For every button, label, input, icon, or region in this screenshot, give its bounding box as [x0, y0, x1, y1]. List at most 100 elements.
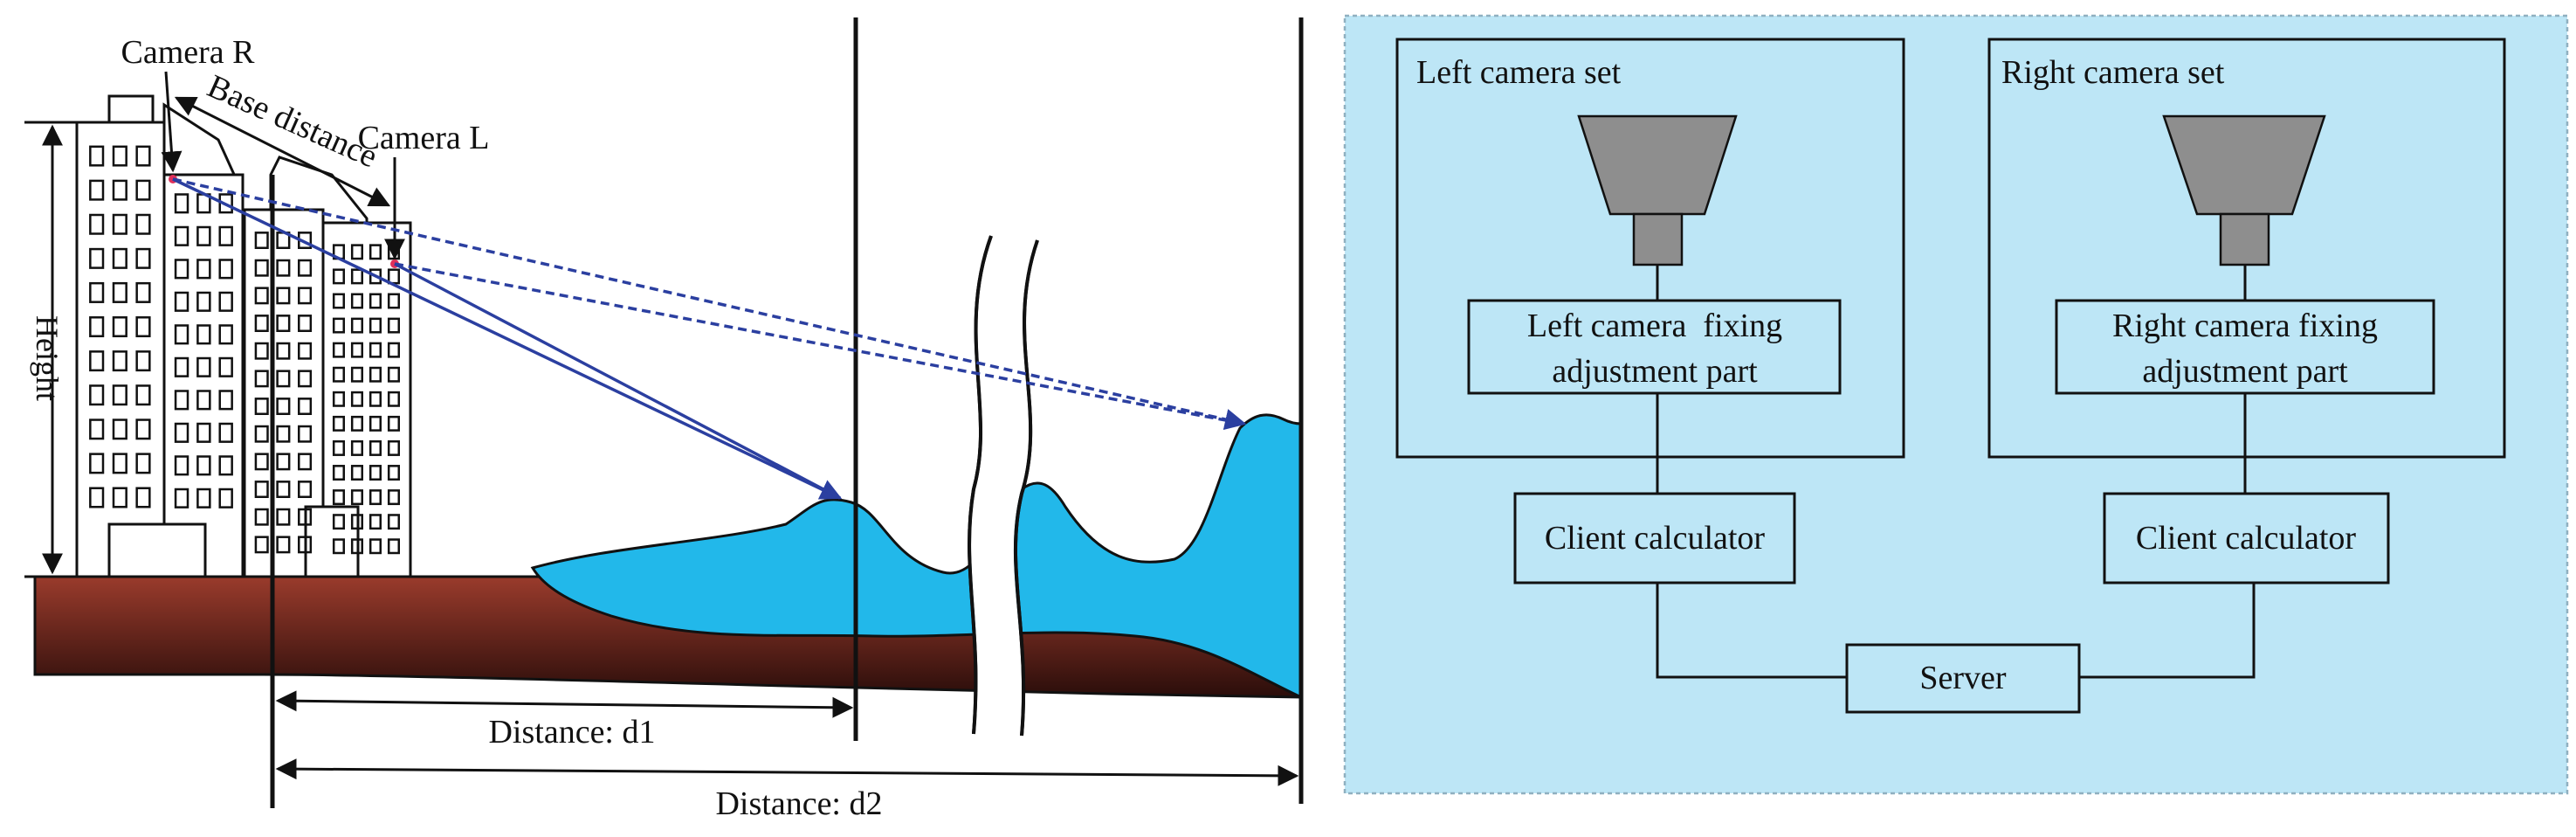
building-window [276, 453, 291, 471]
building-window [368, 514, 382, 530]
building-window [196, 422, 211, 443]
building-window [387, 489, 401, 506]
water-body [530, 413, 1303, 700]
left-camera-set-title: Left camera set [1416, 54, 1622, 91]
building-window [332, 538, 346, 555]
building-window [112, 384, 127, 406]
building-windows [89, 145, 401, 555]
building-window [112, 213, 127, 235]
connector-lines [1656, 393, 2256, 679]
building-window [135, 145, 151, 167]
right-camera-set-title: Right camera set [2001, 54, 2225, 91]
right-client-calculator-label: Client calculator [2136, 520, 2357, 557]
building-window [298, 287, 313, 305]
base-distance-label: Base distance [202, 68, 382, 176]
building-window [218, 455, 233, 476]
building-window [254, 342, 269, 360]
building-window [350, 366, 364, 383]
building-window [135, 247, 151, 269]
building-window [350, 489, 364, 506]
building-window [135, 179, 151, 201]
building-window [218, 390, 233, 411]
building-window [135, 281, 151, 303]
building-window [89, 487, 105, 508]
building-window [332, 465, 346, 481]
building-window [276, 315, 291, 333]
building-window [112, 179, 127, 201]
building-window [89, 384, 105, 406]
building-window [174, 422, 189, 443]
system-panel-background [1343, 14, 2569, 795]
building-window [332, 489, 346, 506]
distance-d1-label: Distance: d1 [488, 714, 655, 751]
building-window [276, 342, 291, 360]
building-window [89, 281, 105, 303]
building-window [276, 287, 291, 305]
building-window [368, 342, 382, 358]
building-window [350, 268, 364, 285]
building-window [387, 391, 401, 407]
building-window [368, 391, 382, 407]
left-client-calculator: Client calculator [1513, 492, 1796, 585]
right-client-calculator: Client calculator [2103, 492, 2390, 585]
building-window [254, 481, 269, 498]
building-window [350, 293, 364, 309]
building-window [218, 291, 233, 312]
building-window [174, 488, 189, 508]
camera-l-label: Camera L [358, 120, 490, 156]
building-window [196, 225, 211, 246]
distance-d2-dimension [275, 758, 1299, 786]
building-window [196, 455, 211, 476]
building-window [174, 356, 189, 377]
building-window [298, 536, 313, 554]
building-window [135, 316, 151, 338]
left-client-calculator-label: Client calculator [1545, 520, 1766, 557]
right-camera-set: Right camera set Right camera fixing adj… [1987, 38, 2506, 459]
building-window [332, 391, 346, 407]
system-block-diagram: Left camera set Left camera fixing adjus… [1343, 14, 2569, 795]
building-window [387, 415, 401, 432]
scene-panel: Height Base distance Camera R Camera L D… [24, 17, 1304, 822]
building-window [387, 342, 401, 358]
building-window [218, 422, 233, 443]
left-fixing-part-line1: Left camera fixing [1527, 308, 1782, 344]
right-camera-mount [2219, 212, 2270, 266]
building-window [387, 317, 401, 334]
building-window [350, 244, 364, 260]
building-window [196, 390, 211, 411]
building-window [112, 453, 127, 474]
building-window [174, 324, 189, 345]
building-window [254, 287, 269, 305]
building-window [174, 291, 189, 312]
building-window [368, 538, 382, 555]
building-window [89, 316, 105, 338]
building-window [254, 232, 269, 250]
building-window [174, 259, 189, 280]
building-window [254, 370, 269, 388]
building-window [218, 324, 233, 345]
base-distance-arrow [174, 96, 391, 207]
server-label: Server [1919, 660, 2007, 696]
building-window [368, 489, 382, 506]
building-window [89, 418, 105, 440]
building-window [368, 366, 382, 383]
building-window [254, 453, 269, 471]
building-window [196, 291, 211, 312]
building-window [174, 455, 189, 476]
building-window [174, 390, 189, 411]
camera-r-label: Camera R [121, 34, 255, 71]
building-window [332, 415, 346, 432]
building-window [89, 247, 105, 269]
building-window [387, 514, 401, 530]
building-window [332, 342, 346, 358]
building-window [368, 317, 382, 334]
building-window [387, 366, 401, 383]
building-window [276, 370, 291, 388]
building-window [135, 384, 151, 406]
break-gap [971, 238, 1036, 736]
building-window [368, 439, 382, 456]
building-window [276, 481, 291, 498]
building-window [276, 425, 291, 443]
building-window [298, 453, 313, 471]
building-window [298, 370, 313, 388]
